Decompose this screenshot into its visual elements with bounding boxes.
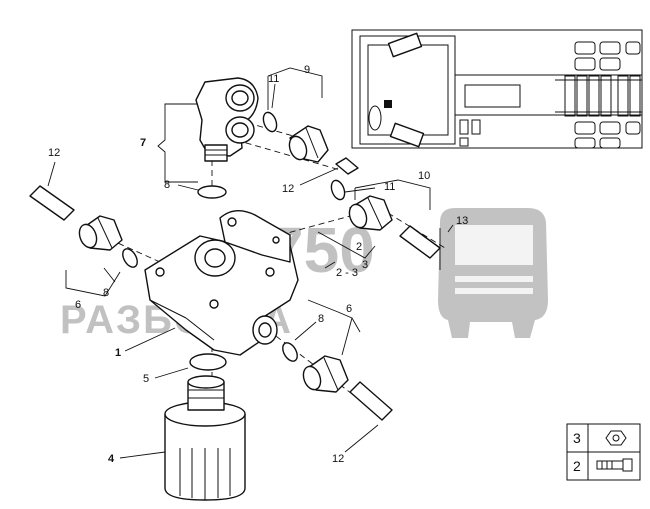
o-ring-part-8-left[interactable] [120,246,140,269]
callout-3: 3 [362,259,368,271]
o-ring-part-11-top[interactable] [261,111,279,134]
bolt-icon [596,458,633,472]
callout-12-top: 12 [282,183,294,195]
callout-9: 9 [304,64,310,76]
callout-12-bottom: 12 [332,453,344,465]
valve-body-part-1[interactable] [144,210,299,356]
connector-part-9[interactable] [286,125,329,163]
chassis-wheels [574,41,641,149]
tube-part-12-left[interactable] [29,185,75,221]
fastener-legend: 3 2 [566,423,641,481]
callout-4: 4 [108,453,115,465]
callout-6-left: 6 [75,299,81,311]
tube-part-13[interactable] [399,225,441,259]
callout-5: 5 [143,373,149,385]
chassis-rails [555,75,642,117]
o-ring-part-8-right[interactable] [280,340,300,363]
truck-chassis-locator [351,29,643,149]
connector-part-6-left[interactable] [76,215,123,251]
o-ring-part-5[interactable] [189,353,227,371]
hex-nut-icon [605,430,627,446]
callout-10: 10 [418,170,430,182]
o-ring-part-11-right[interactable] [329,179,347,202]
callout-2-dash-3: 2 - 3 [336,267,358,279]
callout-2: 2 [356,241,362,253]
callout-7: 7 [140,137,146,149]
tube-part-12-bottom[interactable] [349,381,393,421]
callout-numbers: 7 9 11 8 12 10 11 13 3 2 - 3 12 8 6 1 5 … [48,64,468,465]
filter-canister-part-4[interactable] [164,375,246,501]
connector-part-10[interactable] [346,195,393,231]
leader-lines [47,67,454,459]
legend-row-3-label: 3 [573,430,581,446]
callout-1: 1 [115,347,121,359]
callout-8-top: 8 [164,179,170,191]
elbow-fitting-part-7[interactable] [195,77,259,162]
callout-8-left: 8 [103,287,109,299]
callout-11-top: 11 [268,73,279,85]
tube-part-12-top[interactable] [335,157,359,175]
o-ring-part-8-top[interactable] [197,185,227,199]
connector-part-6-right[interactable] [300,355,349,393]
legend-row-2-label: 2 [573,458,581,474]
callout-13: 13 [456,215,468,227]
truck-icon [438,208,548,338]
callout-12-left: 12 [48,147,60,159]
callout-11-right: 11 [384,181,395,193]
callout-8-right: 8 [318,313,324,325]
callout-6-right: 6 [346,303,352,315]
